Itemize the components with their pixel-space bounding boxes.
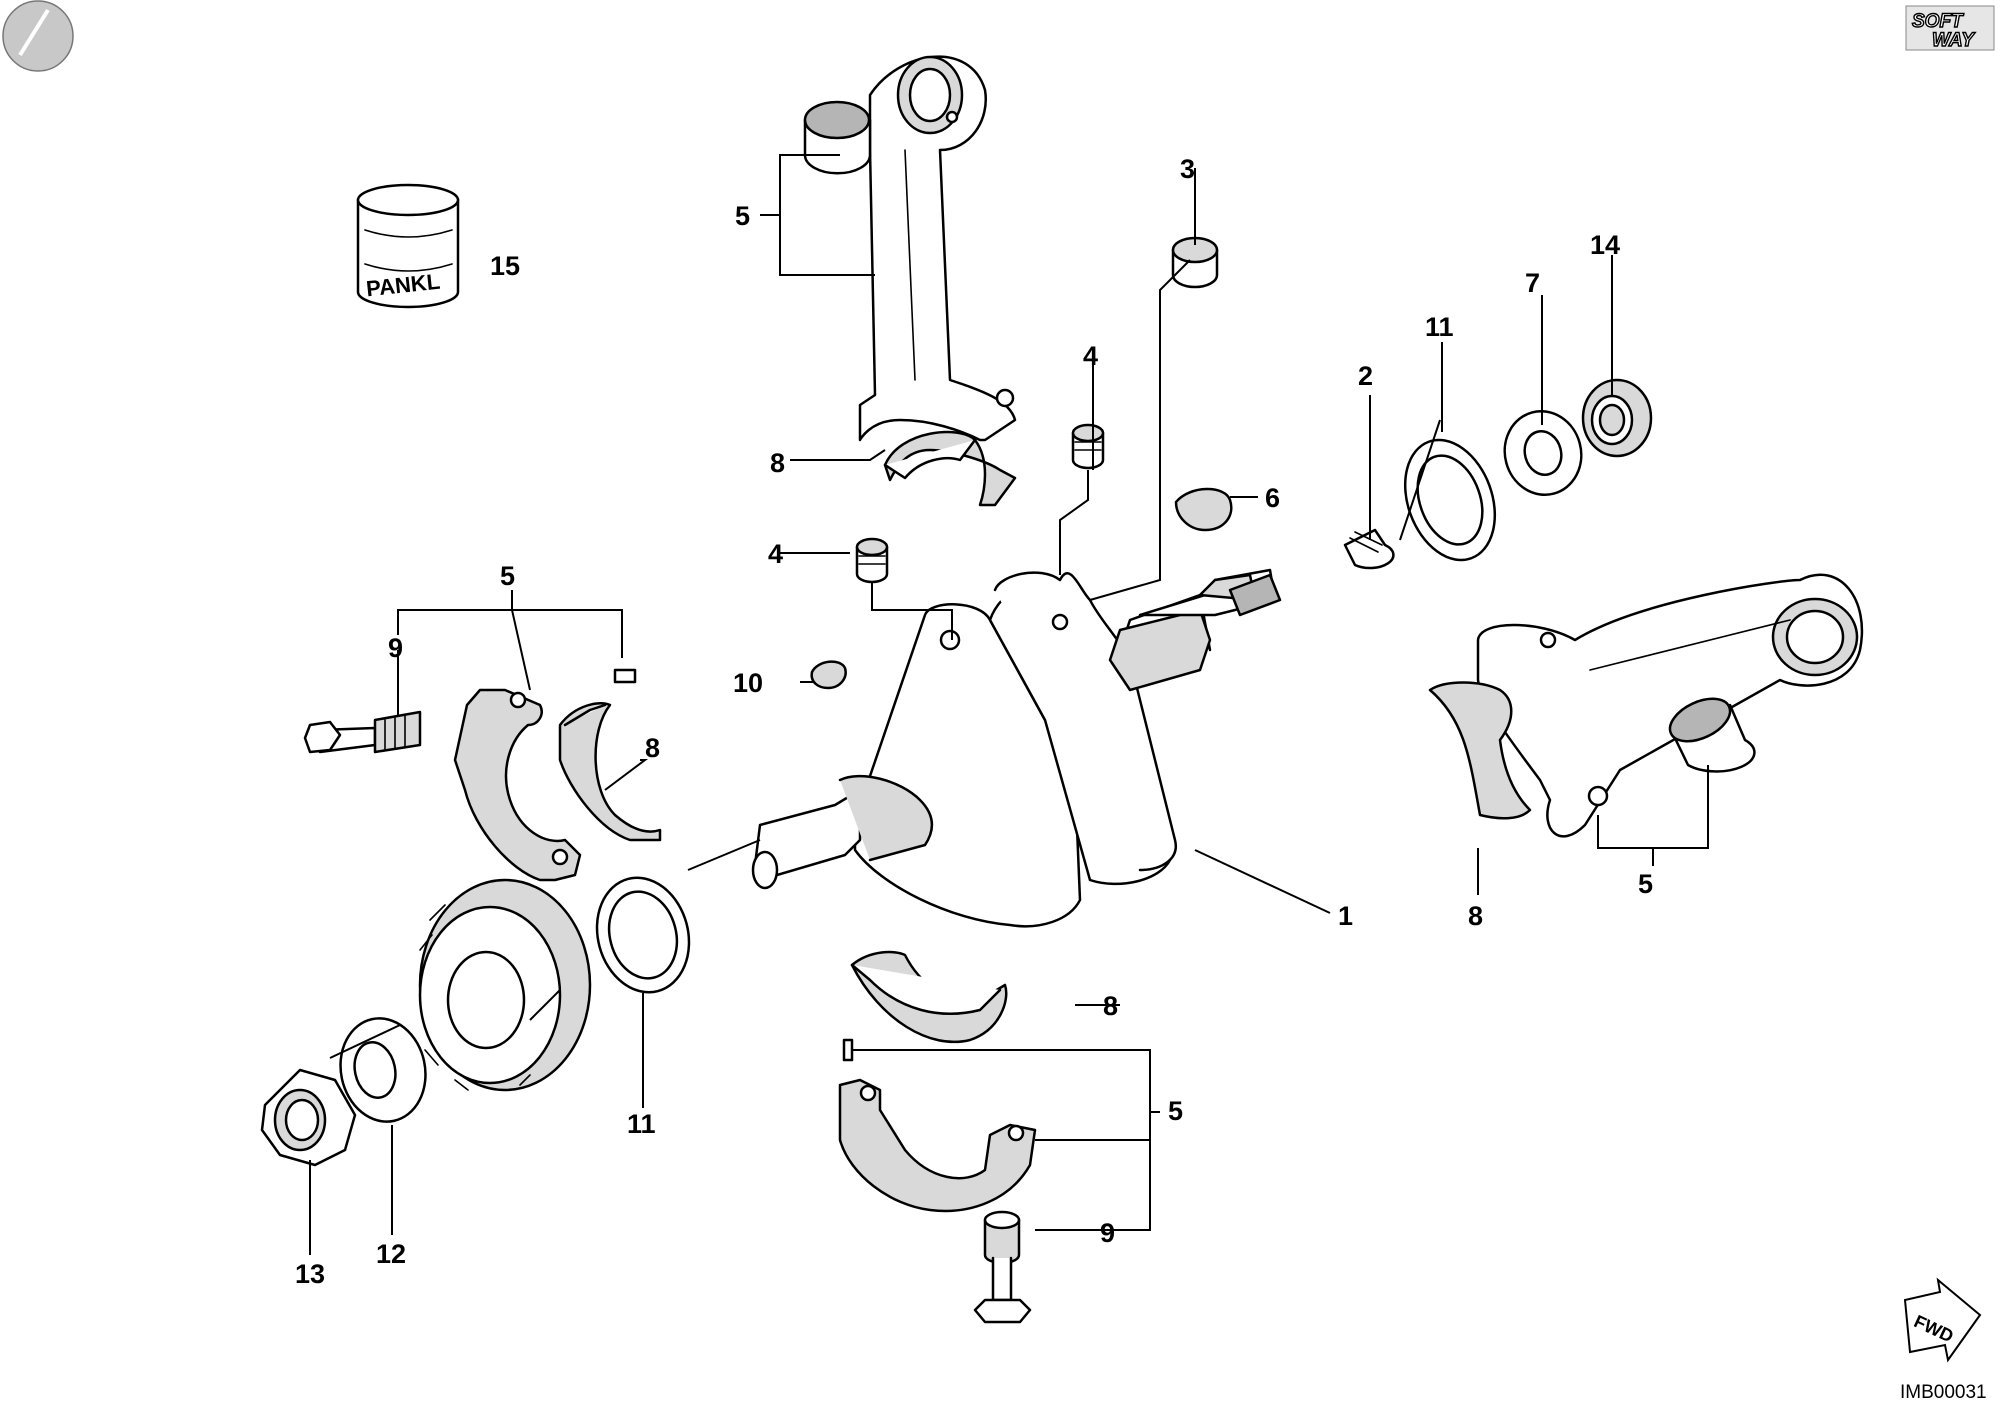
callout-1: 1 bbox=[1338, 901, 1353, 931]
part-5-dowel-pin-left bbox=[613, 668, 637, 684]
callout-9-lower: 9 bbox=[1100, 1218, 1115, 1248]
logo-line1: SOFT bbox=[1912, 11, 1964, 32]
part-15-pankl-cylinder: PANKL bbox=[356, 183, 460, 309]
bmw-roundel-icon bbox=[2, 0, 74, 72]
part-5-rod-cap-lower bbox=[838, 1078, 1037, 1213]
part-8-bearing-shell-lower bbox=[850, 950, 1008, 1044]
callout-7: 7 bbox=[1525, 268, 1540, 298]
callout-12: 12 bbox=[376, 1239, 406, 1269]
part-5-rod-cap-left bbox=[453, 688, 582, 882]
callout-9-left: 9 bbox=[388, 633, 403, 663]
part-11-washer-right bbox=[1403, 438, 1497, 562]
part-3-plug bbox=[1171, 236, 1219, 289]
callout-5-right: 5 bbox=[1638, 869, 1653, 899]
gear bbox=[418, 878, 592, 1092]
callout-6: 6 bbox=[1265, 483, 1280, 513]
callout-8-right: 8 bbox=[1468, 901, 1483, 931]
callout-10: 10 bbox=[733, 668, 763, 698]
callout-2: 2 bbox=[1358, 361, 1373, 391]
callout-8-top: 8 bbox=[770, 448, 785, 478]
part-5-connecting-rod-top bbox=[803, 55, 1017, 442]
callout-11-left: 11 bbox=[627, 1109, 656, 1139]
logo-line2: WAY bbox=[1932, 30, 1976, 51]
callout-8-left: 8 bbox=[645, 733, 660, 763]
part-12-washer bbox=[339, 1017, 427, 1123]
callout-5-top: 5 bbox=[735, 201, 750, 231]
callout-labels: 5 8 3 4 4 6 10 2 11 7 14 15 5 9 8 1 8 5 … bbox=[295, 154, 1653, 1289]
callout-5-left: 5 bbox=[500, 561, 515, 591]
part-9-bolt-lower bbox=[973, 1210, 1032, 1324]
callout-4-left: 4 bbox=[768, 539, 783, 569]
part-5-dowel-pin-lower bbox=[842, 1038, 854, 1062]
part-1-crankshaft bbox=[751, 568, 1282, 928]
part-9-bolt-left bbox=[303, 710, 422, 754]
part-4-setscrew-upper bbox=[1071, 423, 1105, 470]
callout-14: 14 bbox=[1590, 230, 1620, 260]
callout-8-lower: 8 bbox=[1103, 991, 1118, 1021]
part-4-setscrew-left bbox=[855, 537, 889, 584]
callout-11-right: 11 bbox=[1425, 312, 1454, 342]
callout-3: 3 bbox=[1180, 154, 1195, 184]
softway-logo: SOFT WAY bbox=[1905, 5, 1995, 52]
callout-4-upper: 4 bbox=[1083, 341, 1098, 371]
fwd-arrow-icon: FWD bbox=[1903, 1277, 1982, 1363]
part-2-screw bbox=[1343, 528, 1395, 570]
part-6-woodruff-key bbox=[1174, 487, 1233, 532]
part-10-woodruff-key bbox=[810, 660, 847, 690]
callout-5-lower: 5 bbox=[1168, 1096, 1183, 1126]
callout-15: 15 bbox=[490, 251, 520, 281]
leader-lines bbox=[309, 154, 1709, 1255]
part-11-washer-left bbox=[595, 876, 691, 994]
part-13-hex-nut bbox=[260, 1068, 357, 1167]
part-8-bearing-shell-left bbox=[558, 701, 662, 842]
part-5-connecting-rod-right bbox=[1428, 573, 1864, 838]
image-code: IMB00031 bbox=[1900, 1382, 1987, 1403]
callout-13: 13 bbox=[295, 1259, 325, 1289]
part-7-washer bbox=[1503, 410, 1583, 496]
part-14-nut bbox=[1581, 378, 1653, 458]
part-8-bearing-shell-top bbox=[883, 430, 1017, 507]
